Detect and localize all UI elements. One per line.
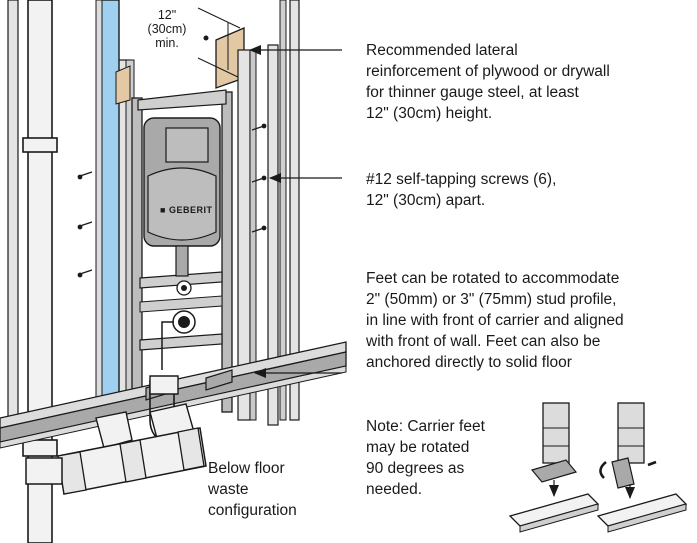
screw-right-1 [251, 123, 267, 131]
reinforcement-callout: Recommended lateral reinforcement of ply… [366, 40, 610, 124]
screws-line-2: 12" (30cm) apart. [366, 192, 486, 209]
leader-arrows [249, 45, 342, 378]
reinforcement-line-4: 12" (30cm) height. [366, 105, 493, 122]
reinforcement-line-1: Recommended lateral [366, 42, 518, 59]
feet-line-2: 2" (50mm) or 3" (75mm) stud profile, [366, 291, 617, 308]
reinforcement-line-2: reinforcement of plywood or drywall [366, 63, 610, 80]
note-callout: Note: Carrier feet may be rotated 90 deg… [366, 416, 485, 500]
waste-line-3: configuration [208, 502, 297, 519]
geberit-logo-text: GEBERIT [168, 205, 213, 215]
screw-left-2 [77, 221, 93, 230]
dimension-label: 12" (30cm) min. [136, 8, 198, 50]
dimension-label-value: 12" [157, 8, 177, 22]
note-line-3: 90 degrees as [366, 460, 465, 477]
note-line-4: needed. [366, 481, 423, 498]
waste-line-2: waste [208, 481, 249, 498]
feet-callout: Feet can be rotated to accommodate 2" (5… [366, 268, 624, 373]
geberit-logo-mark: ■ [160, 205, 166, 215]
dimension-label-min: min. [155, 36, 179, 50]
vertical-drain-pipe [22, 0, 58, 543]
feet-line-5: anchored directly to solid floor [366, 354, 572, 371]
geberit-logo: ■ GEBERIT [160, 205, 212, 215]
feet-line-3: in line with front of carrier and aligne… [366, 312, 624, 329]
screw-left-3 [77, 269, 93, 278]
blue-supply-pipe [95, 0, 120, 411]
feet-line-1: Feet can be rotated to accommodate [366, 270, 620, 287]
flush-fittings [161, 280, 196, 370]
screw-right-3 [251, 225, 267, 233]
foot-detail-right [596, 402, 688, 533]
feet-line-4: with front of wall. Feet can also be [366, 333, 601, 350]
waste-callout: Below floor waste configuration [208, 458, 297, 521]
note-line-1: Note: Carrier feet [366, 418, 485, 435]
screw-right-2 [251, 175, 267, 183]
screws [77, 123, 267, 278]
waste-configuration [25, 375, 207, 495]
foot-detail-left [508, 402, 600, 533]
screw-left-1 [77, 171, 93, 180]
dimension-label-metric: (30cm) [147, 22, 187, 36]
right-studs [237, 0, 300, 426]
carrier-frame [131, 89, 233, 413]
note-line-2: may be rotated [366, 439, 470, 456]
waste-line-1: Below floor [208, 460, 285, 477]
dimension-marker [197, 7, 241, 79]
screws-line-1: #12 self-tapping screws (6), [366, 171, 557, 188]
reinforcement-line-3: for thinner gauge steel, at least [366, 84, 579, 101]
screws-callout: #12 self-tapping screws (6), 12" (30cm) … [366, 169, 556, 211]
cistern [143, 117, 221, 277]
